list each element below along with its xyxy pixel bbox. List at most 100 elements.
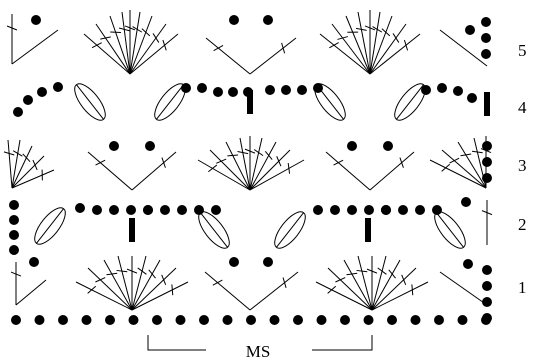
dc-stem: [11, 169, 55, 189]
dc-stem: [131, 281, 189, 311]
leaf-stem: [276, 212, 304, 248]
leaf-stem: [200, 212, 228, 248]
dc-stem: [371, 267, 417, 311]
chain-dot-icon: [145, 141, 155, 151]
dc-cross-icon: [132, 26, 143, 33]
dc-cross-icon: [216, 158, 227, 164]
dc-stem: [343, 259, 373, 311]
dc-cross-icon: [110, 31, 122, 34]
chain-dot-icon: [109, 141, 119, 151]
post-bar-icon: [484, 92, 490, 116]
dc-cross-icon: [237, 151, 249, 155]
chain-dot-icon: [53, 82, 63, 92]
chain-dot-icon: [9, 215, 19, 225]
chain-dot-icon: [293, 315, 303, 325]
dc-cross-icon: [276, 156, 282, 167]
leaf-stem: [36, 208, 64, 244]
dc-cross-icon: [287, 162, 291, 174]
chain-dot-icon: [143, 205, 153, 215]
dc-stem: [83, 33, 131, 75]
dc-cross-icon: [460, 153, 472, 157]
dc-cross-icon: [95, 277, 106, 283]
dc-cross-icon: [481, 210, 493, 216]
dc-cross-icon: [141, 28, 151, 37]
dc-stem: [441, 149, 487, 189]
leaf-stem: [156, 84, 184, 120]
dc-cross-icon: [22, 153, 31, 163]
chain-dot-icon: [340, 315, 350, 325]
dc-stem: [369, 23, 407, 75]
dc-cross-icon: [355, 27, 367, 31]
dc-cross-icon: [161, 274, 167, 285]
dc-stem: [369, 15, 393, 75]
dc-stem: [249, 37, 297, 75]
dc-stem: [7, 139, 13, 189]
dc-cross-icon: [106, 272, 118, 276]
chain-dot-icon: [13, 107, 23, 117]
row-label-1: 1: [518, 278, 527, 297]
dc-stem: [131, 259, 161, 311]
dc-stem: [109, 15, 131, 75]
chain-dot-icon: [297, 85, 307, 95]
chain-dot-icon: [347, 205, 357, 215]
chain-dot-icon: [246, 315, 256, 325]
chain-dot-icon: [9, 200, 19, 210]
chain-dot-icon: [481, 49, 491, 59]
dc-cross-icon: [364, 25, 376, 31]
dc-cross-icon: [12, 150, 23, 157]
dc-cross-icon: [377, 267, 387, 275]
dc-stem: [319, 33, 371, 75]
dc-stem: [131, 267, 177, 311]
dc-stem: [131, 151, 177, 191]
dc-stem: [369, 151, 415, 191]
repeat-label: MS: [246, 342, 271, 361]
chain-dot-icon: [434, 315, 444, 325]
dc-cross-icon: [471, 150, 483, 154]
dc-stem: [129, 11, 141, 75]
chain-dot-icon: [128, 315, 139, 325]
dc-cross-icon: [137, 267, 147, 275]
chain-dot-icon: [457, 315, 468, 325]
chain-dot-icon: [482, 173, 492, 183]
chain-dot-icon: [263, 257, 273, 267]
post-bar-icon: [365, 218, 371, 242]
chain-dot-icon: [160, 205, 170, 215]
chain-dot-icon: [383, 141, 393, 151]
chain-dot-icon: [109, 205, 119, 215]
dc-cross-icon: [327, 285, 337, 294]
dc-cross-icon: [6, 25, 18, 31]
chain-dot-icon: [81, 315, 92, 325]
dc-cross-icon: [244, 148, 256, 154]
post-bar-icon: [247, 90, 253, 114]
chain-dot-icon: [461, 197, 471, 207]
dc-cross-icon: [161, 157, 166, 168]
chain-dot-icon: [437, 83, 447, 93]
chain-dot-icon: [177, 205, 187, 215]
dc-cross-icon: [392, 33, 400, 43]
chain-dot-icon: [29, 257, 39, 267]
dc-cross-icon: [281, 42, 286, 54]
dc-cross-icon: [126, 268, 138, 274]
chain-dot-icon: [481, 17, 491, 27]
chain-dot-icon: [415, 205, 425, 215]
dc-cross-icon: [388, 269, 396, 279]
chain-dot-icon: [465, 25, 475, 35]
chain-dot-icon: [482, 281, 492, 291]
row-label-4: 4: [518, 98, 527, 117]
chain-dot-icon: [213, 87, 223, 97]
chain-dot-icon: [152, 315, 162, 325]
dc-stem: [369, 11, 381, 75]
dc-cross-icon: [32, 159, 38, 171]
dc-stem: [371, 281, 429, 311]
dc-cross-icon: [10, 271, 22, 277]
chain-dot-icon: [37, 87, 47, 97]
chain-dot-icon: [421, 85, 431, 95]
chain-dot-icon: [481, 33, 491, 43]
chain-dot-icon: [482, 141, 492, 151]
dc-cross-icon: [171, 284, 174, 296]
dc-stem: [75, 281, 133, 311]
chart-body: [3, 10, 493, 325]
chain-dot-icon: [482, 313, 492, 323]
row-label-2: 2: [518, 215, 527, 234]
dc-stem: [103, 259, 133, 311]
